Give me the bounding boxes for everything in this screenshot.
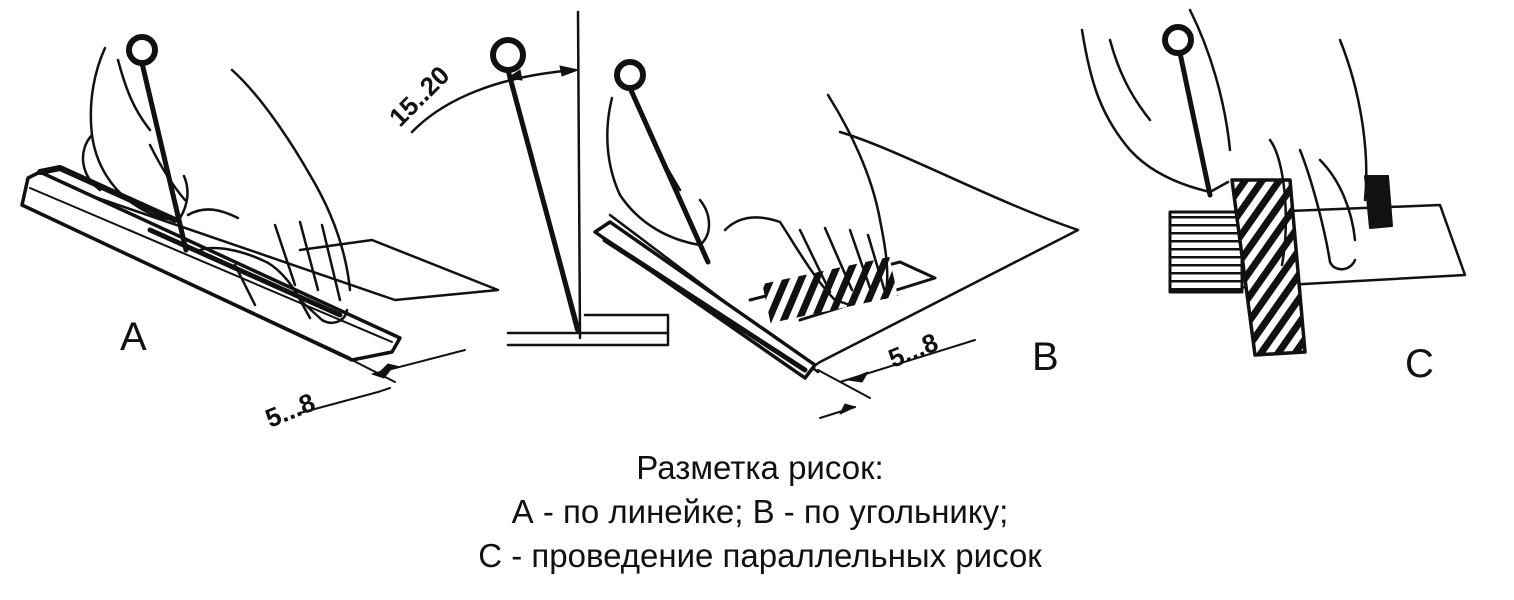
panel-b-square-marking — [593, 59, 1080, 419]
panel-a-ruler-marking — [20, 34, 500, 414]
workpiece-section — [506, 313, 670, 347]
panel-c-parallel-marking — [1080, 8, 1467, 357]
panel-a-offset-dimension: 5...8 — [261, 387, 319, 434]
panel-c-block — [1168, 210, 1244, 294]
panel-b-right-hand — [723, 93, 889, 307]
panel-c-scriber-ring — [1162, 24, 1194, 56]
panel-b-workpiece — [806, 130, 1080, 372]
angle-scriber-ring — [490, 37, 526, 73]
panel-b-scriber — [627, 85, 711, 265]
angle-arc — [410, 68, 577, 134]
label-a: A — [120, 315, 147, 359]
panel-b-offset-dimension: 5...8 — [884, 327, 942, 374]
figure-caption: Разметка рисок: А - по линейке; В - по у… — [400, 446, 1120, 578]
panel-a-scriber-ring — [126, 34, 158, 66]
panel-c-holder — [1364, 175, 1393, 229]
panel-a-left-hand — [81, 46, 189, 221]
vertical-reference-line — [576, 10, 582, 340]
caption-line-ab: А - по линейке; В - по угольнику; — [511, 493, 1009, 530]
label-c: C — [1405, 342, 1434, 386]
caption-title: Разметка рисок: — [636, 449, 884, 486]
panel-c-right-hand — [1188, 8, 1368, 271]
angle-dimension: 15..20 — [383, 60, 455, 132]
caption-line-c: С - проведение параллельных рисок — [478, 537, 1042, 574]
panel-c-left-hand — [1080, 28, 1230, 194]
panel-b-scriber-ring — [614, 59, 646, 91]
panel-c-guide-bar — [1230, 178, 1307, 357]
panel-a-scriber — [139, 60, 189, 253]
label-b: B — [1032, 335, 1059, 379]
panel-a-workpiece — [58, 183, 500, 302]
panel-c-scriber — [1177, 50, 1213, 198]
panel-a-right-hand — [186, 68, 352, 324]
panel-a-dimension-lines — [299, 349, 466, 414]
scriber-angle-sketch — [410, 10, 670, 347]
